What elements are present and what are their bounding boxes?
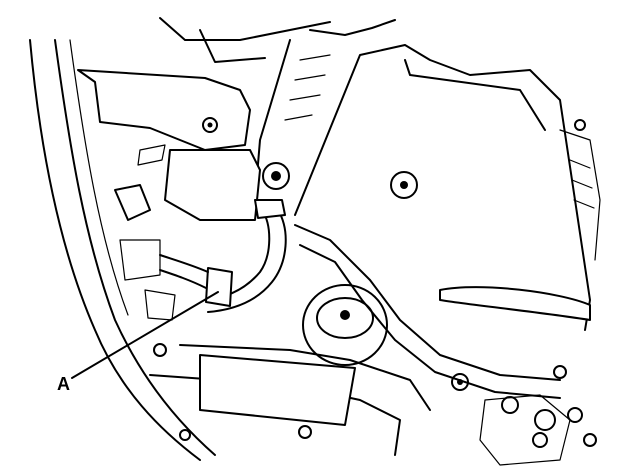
callout-label-a: A bbox=[57, 374, 70, 394]
callout-leader-line-a bbox=[71, 291, 219, 379]
center-bracket bbox=[164, 149, 290, 221]
engine-block-detail bbox=[559, 119, 601, 261]
cover-panel bbox=[294, 44, 591, 331]
pulley bbox=[302, 284, 388, 366]
lower-arm bbox=[294, 224, 561, 399]
left-components bbox=[114, 144, 176, 357]
lower-frame bbox=[149, 344, 567, 456]
top-rails bbox=[159, 17, 396, 201]
upper-bracket bbox=[77, 69, 251, 151]
hose-a bbox=[159, 199, 287, 313]
lower-right-components bbox=[479, 394, 597, 466]
bolt-bottom-left bbox=[179, 429, 191, 441]
fender-contour bbox=[29, 39, 216, 461]
